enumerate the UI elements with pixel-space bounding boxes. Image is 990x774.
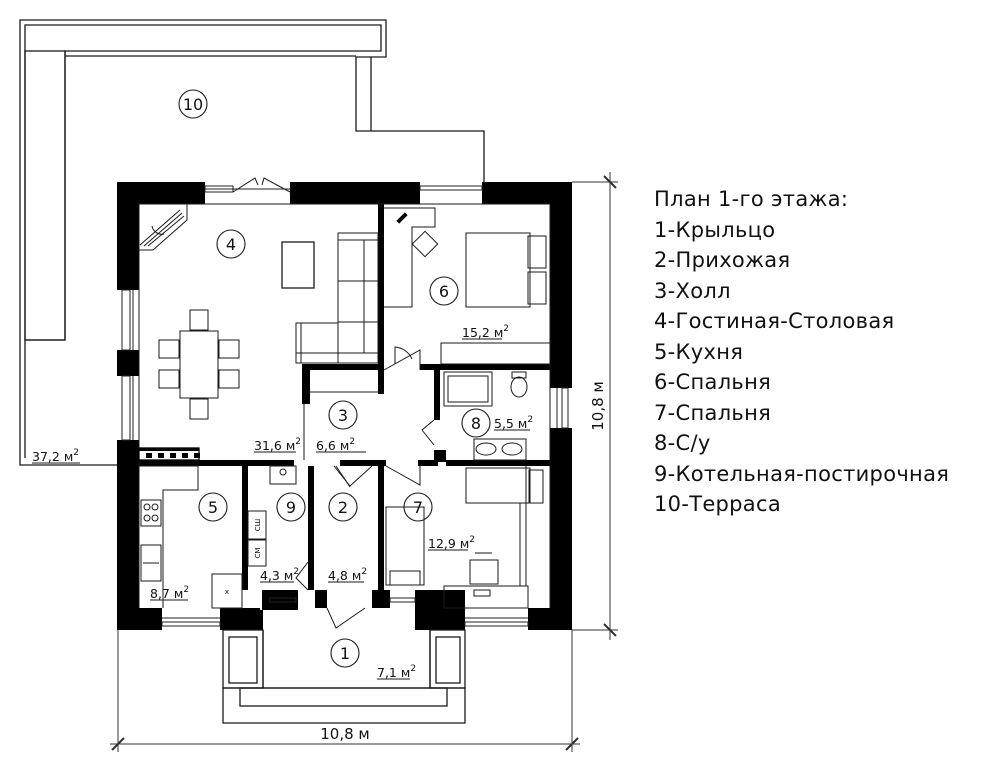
room-1-number: 1 (340, 644, 350, 663)
room-7-area: 12,9 м2 (428, 535, 475, 551)
legend-item-2: 2-Прихожая (654, 248, 791, 272)
wall-outline (138, 203, 551, 608)
legend-item-4: 4-Гостиная-Столовая (654, 309, 895, 333)
room-9-area: 4,3 м2 (260, 567, 299, 583)
legend-item-6: 6-Спальня (654, 370, 772, 394)
room-2-area: 4,8 м2 (328, 567, 367, 583)
legend-item-1: 1-Крыльцо (654, 217, 776, 242)
room-3-number: 3 (338, 406, 348, 425)
dimension-lines (110, 172, 618, 752)
interior-walls (139, 204, 550, 596)
legend-item-5: 5-Кухня (654, 339, 744, 364)
room-5-area: 8,7 м2 (150, 585, 189, 601)
room-3-area: 6,6 м2 (316, 437, 355, 453)
coffee-table (281, 241, 315, 289)
terrace-outline (19, 19, 485, 466)
height-dimension-label: 10,8 м (589, 381, 607, 430)
room-2-number: 2 (338, 498, 348, 517)
bathroom-fixtures (421, 371, 528, 461)
dryer-label: СШ (254, 519, 262, 531)
room-4-number: 4 (226, 235, 236, 254)
room-7-number: 7 (413, 498, 423, 517)
room-5-number: 5 (208, 498, 218, 517)
bedroom6-furniture (384, 207, 551, 365)
exterior-walls (117, 182, 572, 630)
room-1-area: 7,1 м2 (377, 664, 416, 680)
legend-item-10: 10-Терраса (654, 492, 781, 516)
entrance-doors (326, 465, 373, 629)
legend-item-9: 9-Котельная-постирочная (654, 461, 950, 486)
hall-doors (310, 349, 421, 488)
legend-item-3: 3-Холл (654, 278, 731, 303)
fireplace (138, 203, 188, 251)
ventilation-blocks (138, 447, 200, 461)
room-6-area: 15,2 м2 (462, 324, 509, 340)
legend-item-7: 7-Спальня (654, 400, 772, 425)
room-6-number: 6 (439, 282, 449, 301)
terrace-door (232, 177, 291, 193)
legend-item-8: 8-С/у (654, 431, 711, 455)
legend-title: План 1-го этажа: (654, 187, 849, 211)
room-10-number: 10 (183, 95, 203, 114)
dining-table (158, 309, 240, 420)
kitchen-furniture (139, 465, 243, 609)
sofa (295, 232, 379, 364)
windows (121, 185, 569, 627)
room-8-area: 5,5 м2 (494, 415, 533, 431)
legend: План 1-го этажа: 1-Крыльцо 2-Прихожая 3-… (654, 184, 949, 520)
room-4-area: 31,6 м2 (254, 437, 301, 453)
room-9-number: 9 (286, 498, 296, 517)
porch-outline (222, 629, 466, 724)
washer-label: СМ (254, 548, 262, 559)
bedroom7-furniture (385, 466, 544, 609)
room-number-circles (178, 89, 491, 668)
laundry-fixtures (247, 465, 309, 591)
room-8-number: 8 (471, 414, 481, 433)
area-underlines (32, 338, 530, 680)
fridge-label: х (225, 588, 229, 596)
width-dimension-label: 10,8 м (320, 725, 369, 743)
room-10-area: 37,2 м2 (32, 448, 79, 464)
